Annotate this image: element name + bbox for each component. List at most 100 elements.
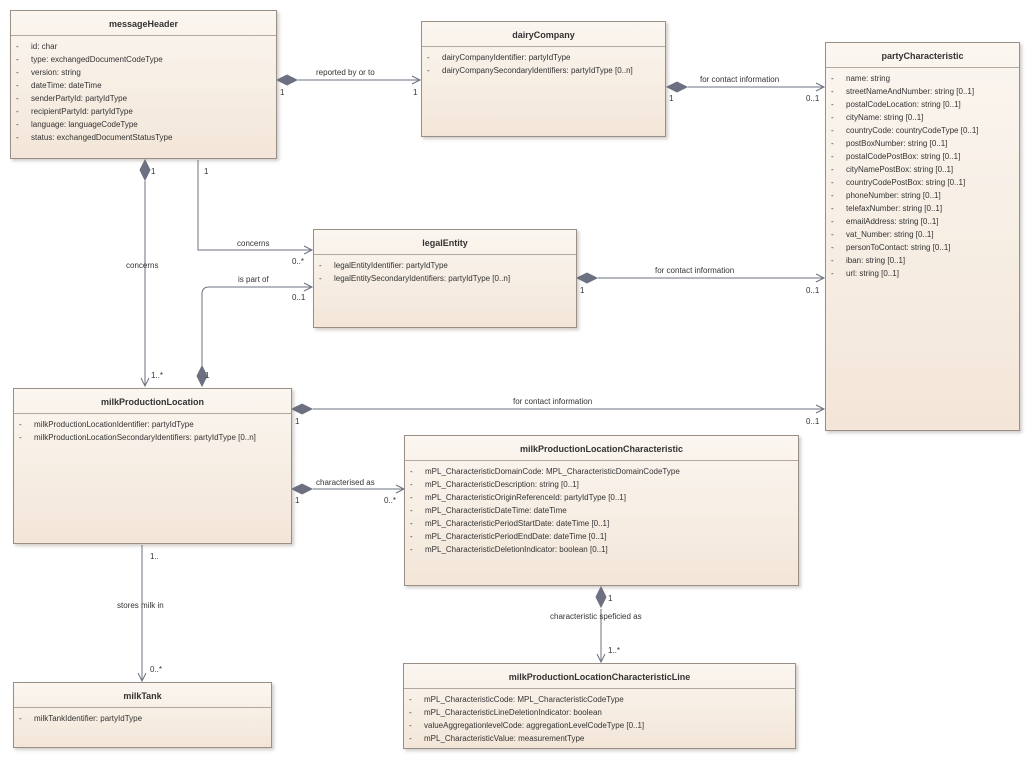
attribute: phoneNumber: string [0..1] [826,189,1019,202]
attribute-list: mPL_CharacteristicCode: MPL_Characterist… [404,689,795,745]
diamond [139,158,151,182]
class-name: milkProductionLocation [14,389,291,414]
class-name: milkProductionLocationCharacteristicLine [404,664,795,689]
class-name: milkTank [14,683,271,708]
attribute: dairyCompanySecondaryIdentifiers: partyI… [422,64,665,77]
attribute: dateTime: dateTime [11,79,276,92]
multiplicity: 1 [295,496,300,505]
multiplicity: 1 [295,417,300,426]
attribute-list: milkTankIdentifier: partyIdType [14,708,271,725]
link-label: for contact information [655,266,735,275]
class-milkProductionLocationCharacteristic[interactable]: milkProductionLocationCharacteristic mPL… [404,435,799,586]
attribute: postBoxNumber: string [0..1] [826,137,1019,150]
attribute: mPL_CharacteristicDomainCode: MPL_Charac… [405,465,798,478]
attribute: postalCodePostBox: string [0..1] [826,150,1019,163]
class-legalEntity[interactable]: legalEntity legalEntityIdentifier: party… [313,229,577,328]
attribute: status: exchangedDocumentStatusType [11,131,276,144]
class-milkProductionLocation[interactable]: milkProductionLocation milkProductionLoc… [13,388,292,544]
attribute: type: exchangedDocumentCodeType [11,53,276,66]
multiplicity: 1..* [608,646,621,655]
attribute: emailAddress: string [0..1] [826,215,1019,228]
multiplicity: 0..* [292,257,305,266]
attribute: mPL_CharacteristicCode: MPL_Characterist… [404,693,795,706]
attribute: name: string [826,72,1019,85]
arrowhead [411,75,422,85]
attribute: countryCode: countryCodeType [0..1] [826,124,1019,137]
multiplicity: 1 [151,167,156,176]
diamond [665,81,689,93]
multiplicity: 0..1 [806,417,820,426]
class-name: dairyCompany [422,22,665,47]
attribute: mPL_CharacteristicDescription: string [0… [405,478,798,491]
multiplicity: 0..1 [806,286,820,295]
class-name: messageHeader [11,11,276,36]
attribute-list: id: char type: exchangedDocumentCodeType… [11,36,276,144]
class-milkTank[interactable]: milkTank milkTankIdentifier: partyIdType [13,682,272,748]
class-messageHeader[interactable]: messageHeader id: char type: exchangedDo… [10,10,277,159]
attribute: language: languageCodeType [11,118,276,131]
attribute: valueAggregationlevelCode: aggregationLe… [404,719,795,732]
attribute: milkTankIdentifier: partyIdType [14,712,271,725]
multiplicity: 0..1 [292,293,306,302]
diamond [290,403,314,415]
attribute: personToContact: string [0..1] [826,241,1019,254]
attribute: mPL_CharacteristicPeriodEndDate: dateTim… [405,530,798,543]
diamond [275,74,299,86]
arrowhead [815,82,826,92]
diamond [575,272,599,284]
attribute: countryCodePostBox: string [0..1] [826,176,1019,189]
attribute: mPL_CharacteristicDateTime: dateTime [405,504,798,517]
link-label: stores milk in [117,601,164,610]
diamond [595,585,607,609]
class-name: legalEntity [314,230,576,255]
attribute: milkProductionLocationSecondaryIdentifie… [14,431,291,444]
attribute: legalEntitySecondaryIdentifiers: partyId… [314,272,576,285]
attribute: streetNameAndNumber: string [0..1] [826,85,1019,98]
attribute: telefaxNumber: string [0..1] [826,202,1019,215]
class-milkProductionLocationCharacteristicLine[interactable]: milkProductionLocationCharacteristicLine… [403,663,796,749]
attribute-list: mPL_CharacteristicDomainCode: MPL_Charac… [405,461,798,556]
attribute: version: string [11,66,276,79]
attribute: iban: string [0..1] [826,254,1019,267]
arrowhead [137,672,147,683]
class-dairyCompany[interactable]: dairyCompany dairyCompanyIdentifier: par… [421,21,666,137]
multiplicity: 0..* [384,496,397,505]
attribute: postalCodeLocation: string [0..1] [826,98,1019,111]
attribute: senderPartyId: partyIdType [11,92,276,105]
link-label: for contact information [513,397,593,406]
multiplicity: 1 [580,286,585,295]
class-name: milkProductionLocationCharacteristic [405,436,798,461]
attribute-list: legalEntityIdentifier: partyIdType legal… [314,255,576,285]
class-partyCharacteristic[interactable]: partyCharacteristic name: string streetN… [825,42,1020,431]
attribute: milkProductionLocationIdentifier: partyI… [14,418,291,431]
arrowhead [815,404,826,414]
multiplicity: 0..* [150,665,163,674]
attribute: vat_Number: string [0..1] [826,228,1019,241]
arrowhead [815,273,826,283]
arrowhead [140,377,150,388]
attribute: legalEntityIdentifier: partyIdType [314,259,576,272]
link-is-part-of [201,286,312,366]
diamond [290,483,314,495]
link-label: characterised as [316,478,375,487]
multiplicity: 1.. [150,552,159,561]
link-label: characteristic speficied as [550,612,642,621]
diamond [196,364,208,388]
attribute-list: name: string streetNameAndNumber: string… [826,68,1019,280]
attribute: url: string [0..1] [826,267,1019,280]
multiplicity: 0..1 [806,94,820,103]
link-label: concerns [237,239,270,248]
multiplicity: 1..* [151,371,164,380]
link-label: is part of [238,275,269,284]
attribute: mPL_CharacteristicValue: measurementType [404,732,795,745]
arrowhead [596,653,606,664]
attribute: cityName: string [0..1] [826,111,1019,124]
multiplicity: 1 [608,594,613,603]
link-label: for contact information [700,75,780,84]
class-name: partyCharacteristic [826,43,1019,68]
attribute: cityNamePostBox: string [0..1] [826,163,1019,176]
attribute: recipientPartyId: partyIdType [11,105,276,118]
arrowhead [303,282,314,292]
